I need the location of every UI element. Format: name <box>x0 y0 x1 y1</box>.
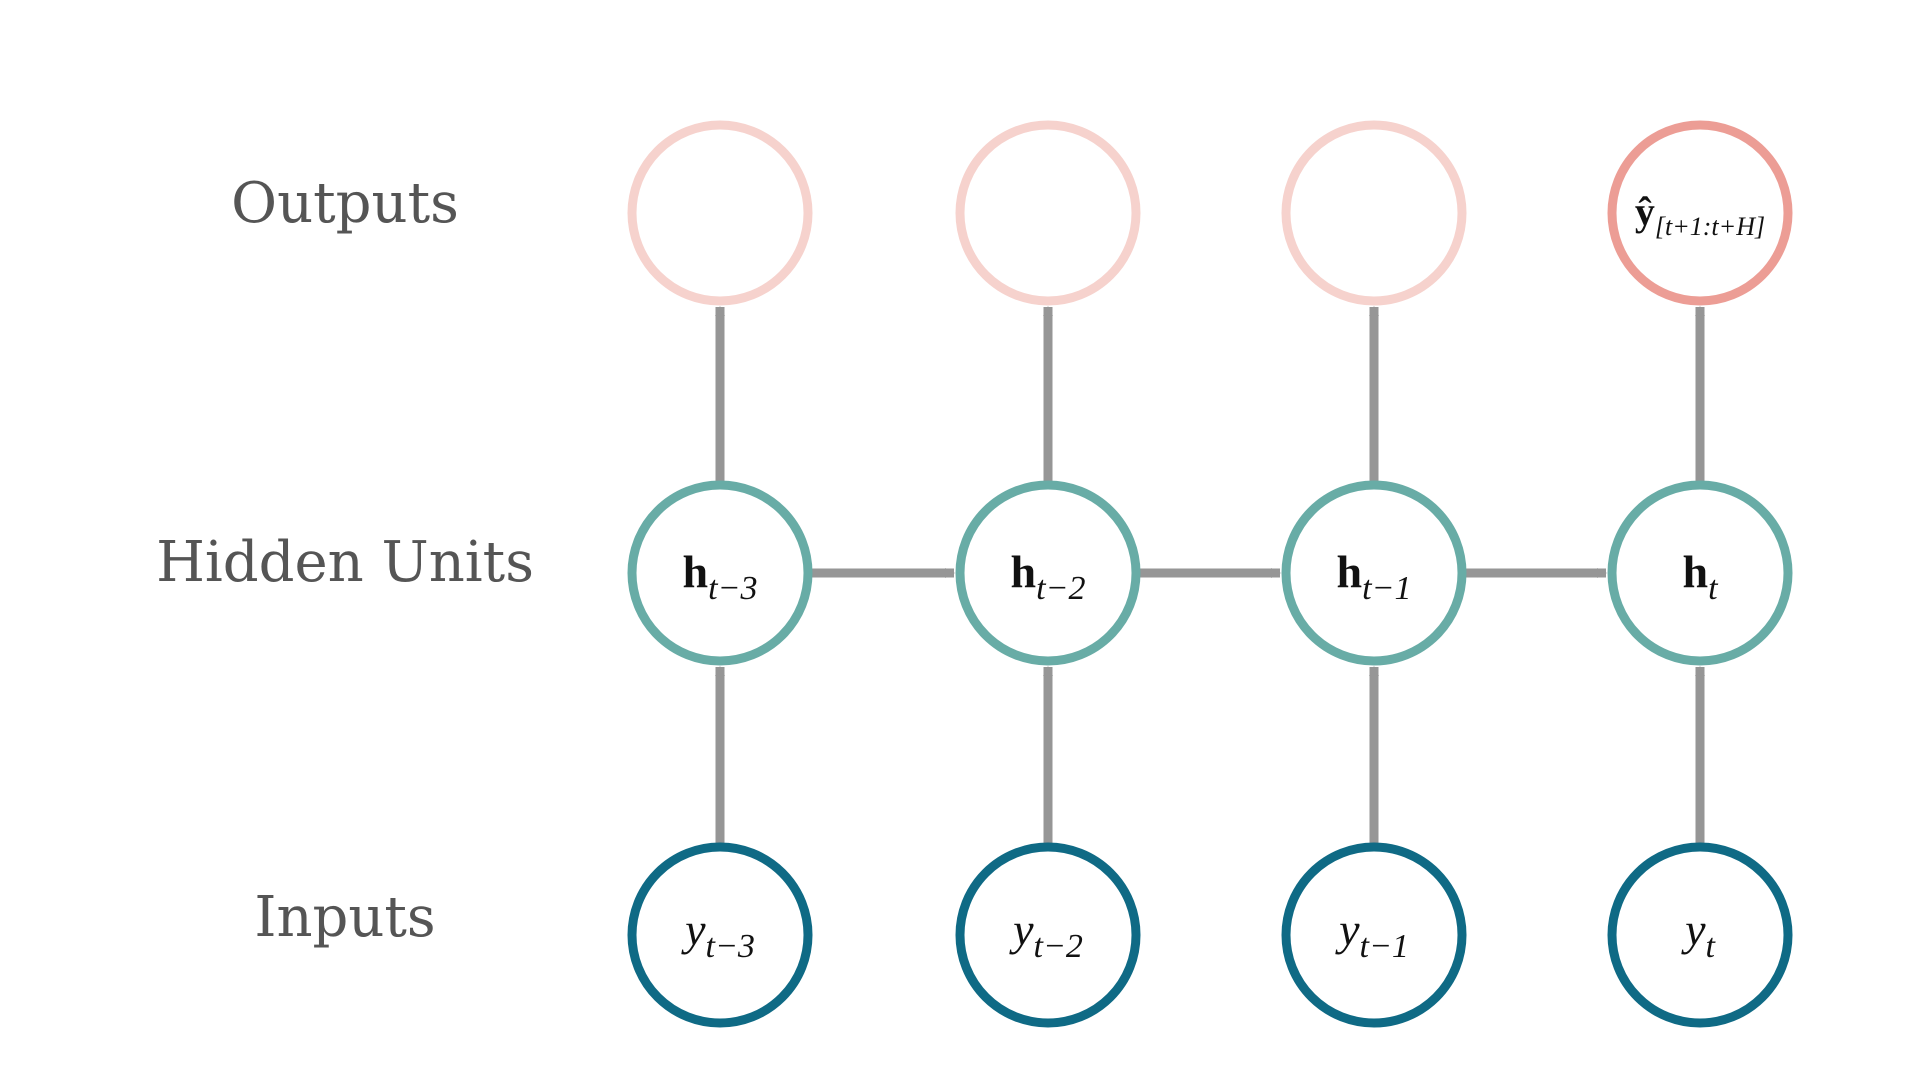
input-label-tminus-2-base: y <box>1009 904 1034 955</box>
input-label-tminus-3-base: y <box>681 904 706 955</box>
input-label-tminus-1: yt−1 <box>1335 904 1409 965</box>
hidden-label-tminus-3-subscript: t−3 <box>708 570 757 607</box>
output-node-empty <box>1281 120 1467 306</box>
hidden-label-tminus-3-base: h <box>683 546 709 597</box>
output-label-forecast-subscript: [t+1:t+H] <box>1655 212 1765 241</box>
output-node-empty <box>627 120 813 306</box>
input-node-tminus-3 <box>627 842 813 1028</box>
hidden-node-tminus-1 <box>1281 480 1467 666</box>
hidden-label-tminus-3: ht−3 <box>683 546 758 607</box>
input-label-t: yt <box>1681 904 1716 965</box>
hidden-label-tminus-1-subscript: t−1 <box>1362 570 1411 607</box>
hidden-label-t: ht <box>1682 546 1719 607</box>
output-label-forecast-base: ŷ <box>1635 189 1655 234</box>
output-node-empty <box>955 120 1141 306</box>
input-label-tminus-3: yt−3 <box>681 904 755 965</box>
input-label-t-base: y <box>1681 904 1706 955</box>
hidden-node-t <box>1607 480 1793 666</box>
hidden-label-t-base: h <box>1682 546 1708 597</box>
hidden-node-tminus-3 <box>627 480 813 666</box>
arrows-layer <box>715 306 1705 846</box>
hidden-label-tminus-1: ht−1 <box>1337 546 1412 607</box>
output-node-forecast <box>1607 120 1793 306</box>
input-node-tminus-1 <box>1281 842 1467 1028</box>
hidden-label-tminus-2-subscript: t−2 <box>1036 570 1085 607</box>
hidden-label-tminus-2: ht−2 <box>1011 546 1086 607</box>
row-label-outputs: Outputs <box>231 171 459 236</box>
input-label-tminus-2-subscript: t−2 <box>1034 928 1083 965</box>
input-label-tminus-3-subscript: t−3 <box>706 928 755 965</box>
input-label-tminus-1-base: y <box>1335 904 1360 955</box>
input-node-t <box>1607 842 1793 1028</box>
output-label-forecast: ŷ[t+1:t+H] <box>1635 189 1765 241</box>
hidden-label-t-subscript: t <box>1708 570 1719 607</box>
input-label-tminus-1-subscript: t−1 <box>1360 928 1409 965</box>
input-label-tminus-2: yt−2 <box>1009 904 1083 965</box>
input-label-t-subscript: t <box>1705 928 1716 965</box>
hidden-node-tminus-2 <box>955 480 1141 666</box>
hidden-label-tminus-2-base: h <box>1011 546 1037 597</box>
row-label-inputs: Inputs <box>254 885 435 950</box>
row-label-hidden-units: Hidden Units <box>156 530 534 595</box>
hidden-label-tminus-1-base: h <box>1337 546 1363 597</box>
input-node-tminus-2 <box>955 842 1141 1028</box>
